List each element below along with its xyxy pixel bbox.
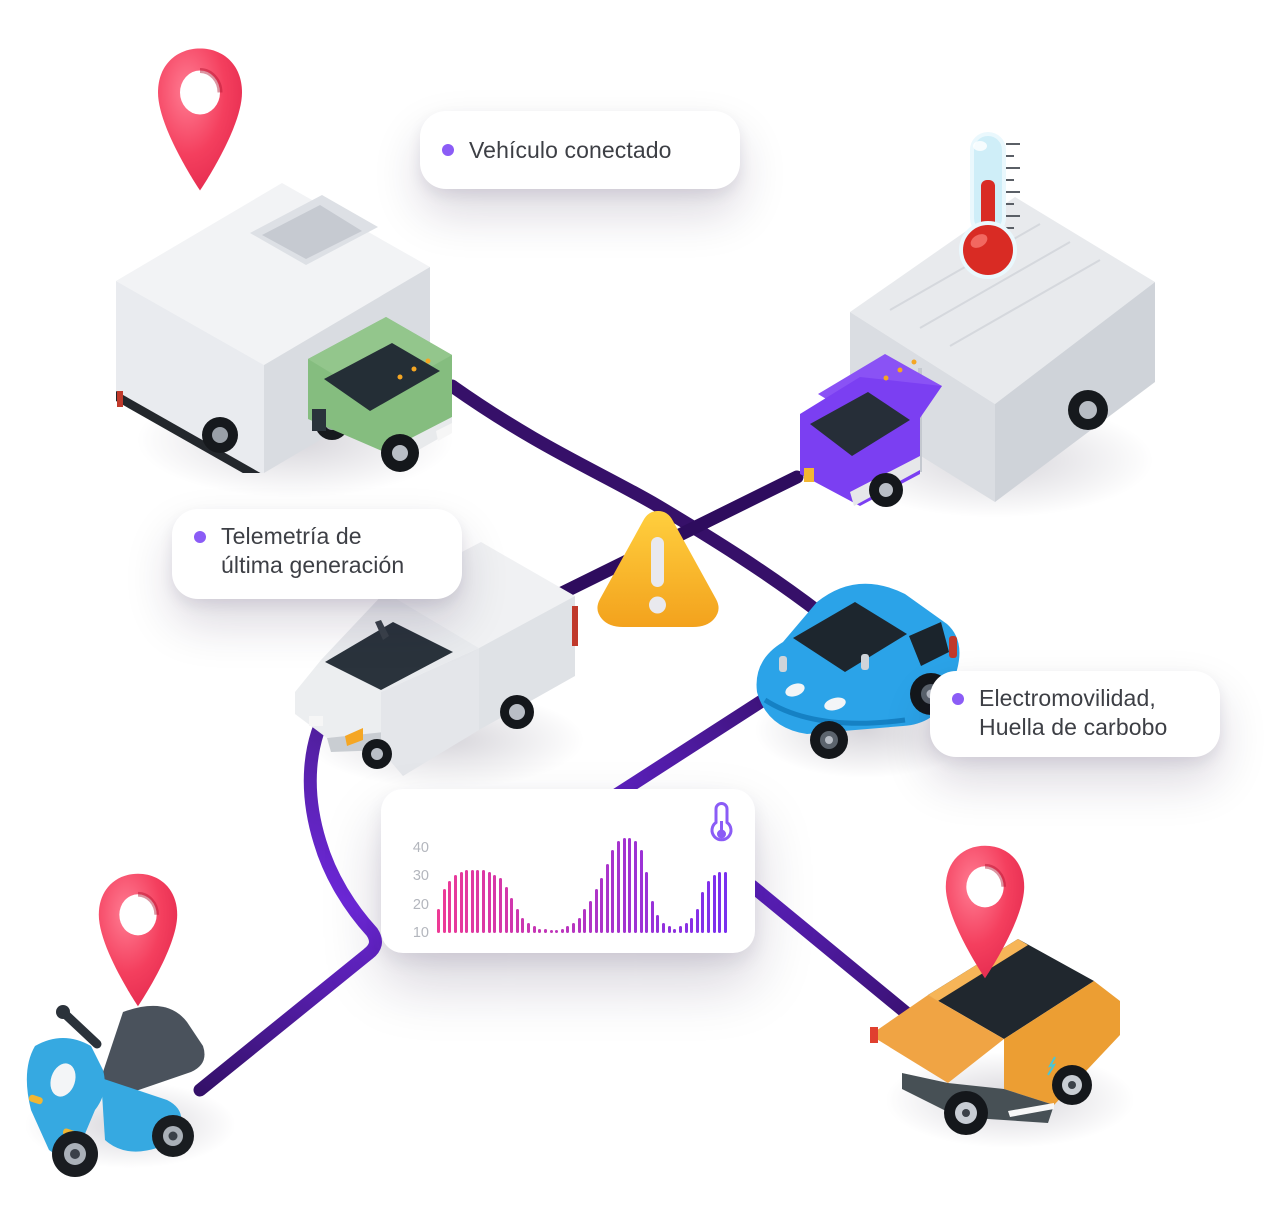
chart-bar [476, 869, 480, 933]
chart-bar [442, 889, 446, 933]
chart-y-tick: 30 [412, 868, 429, 885]
chart-bar [515, 909, 519, 933]
location-pin-icon [935, 842, 1035, 982]
chart-bar [594, 889, 598, 933]
chart-bar [588, 900, 592, 933]
city-car-blue [735, 542, 975, 777]
chart-bar [611, 849, 615, 933]
chart-bar [510, 897, 514, 933]
chart-bar [572, 923, 575, 933]
chart-y-tick: 10 [412, 925, 429, 941]
chart-bar [622, 838, 626, 933]
chart-bar [628, 838, 632, 933]
bullet-dot-icon [194, 531, 206, 543]
chart-bar [633, 841, 637, 933]
chart-bar [493, 875, 497, 933]
chart-bar [521, 917, 525, 933]
label-telemetry-text: Telemetría de última generación [221, 523, 405, 578]
chart-bar [656, 914, 660, 933]
chart-bar [566, 926, 570, 933]
chart-y-tick: 40 [412, 840, 429, 857]
chart-bar [532, 926, 536, 933]
route-truck-to-car [445, 379, 827, 620]
chart-bar [723, 872, 727, 933]
chart-bar [605, 863, 609, 933]
delivery-van-purple [790, 172, 1162, 512]
chart-bar [577, 917, 581, 933]
label-emobility-text: Electromovilidad, Huella de carbobo [979, 685, 1168, 740]
chart-bar [707, 880, 710, 933]
chart-thermometer-icon [710, 801, 733, 842]
route-chart-to-pickup [745, 879, 917, 1023]
location-pin-icon [150, 32, 250, 207]
chart-bar [482, 869, 485, 933]
chart-bar [617, 841, 620, 933]
chart-bar [712, 875, 716, 933]
scooter-blue [5, 950, 240, 1180]
chart-bar [645, 872, 649, 933]
warning-triangle-icon [593, 503, 723, 633]
chart-bar [437, 909, 440, 933]
refrigerated-truck-green [100, 133, 465, 485]
chart-bar [470, 869, 474, 933]
chart-bar [684, 923, 688, 933]
pickup-ev-orange [858, 875, 1143, 1155]
label-telemetry: Telemetría de última generación [172, 509, 462, 599]
chart-bar [465, 869, 469, 933]
route-car-to-chart [609, 681, 789, 802]
chart-bar [498, 878, 502, 933]
chart-bar [695, 909, 699, 933]
chart-bar [487, 872, 491, 933]
chart-bar [560, 929, 564, 933]
chart-bar [527, 923, 530, 933]
location-pin-icon [88, 870, 188, 1010]
chart-bar [538, 929, 542, 933]
chart-bar [504, 886, 508, 933]
chart-bar [667, 926, 671, 933]
chart-bar [662, 923, 665, 933]
label-connected-vehicle-text: Vehículo conectado [469, 136, 672, 163]
chart-bar [600, 878, 604, 933]
chart-bar [555, 930, 559, 933]
chart-bar [718, 872, 722, 933]
label-connected-vehicle: Vehículo conectado [420, 111, 740, 189]
chart-bar [448, 880, 452, 933]
chart-bar [583, 909, 587, 933]
chart-y-tick: 20 [412, 896, 429, 913]
label-emobility: Electromovilidad, Huella de carbobo [930, 671, 1220, 757]
chart-bar [701, 892, 705, 933]
route-van-to-scooter [193, 698, 382, 1097]
cargo-van-white [285, 540, 585, 785]
chart-bar [543, 929, 547, 933]
chart-bar [549, 930, 553, 933]
chart-bar [678, 926, 682, 933]
chart-bar [650, 900, 654, 933]
chart-bar [690, 917, 694, 933]
chart-bars [437, 833, 727, 933]
chart-bar [459, 872, 463, 933]
chart-bar [673, 929, 677, 933]
chart-bar [639, 849, 643, 933]
temperature-chart-card: 10 20 30 40 [381, 789, 755, 953]
bullet-dot-icon [442, 144, 454, 156]
chart-bar [453, 875, 457, 933]
thermometer-icon [950, 130, 1030, 282]
bullet-dot-icon [952, 693, 964, 705]
